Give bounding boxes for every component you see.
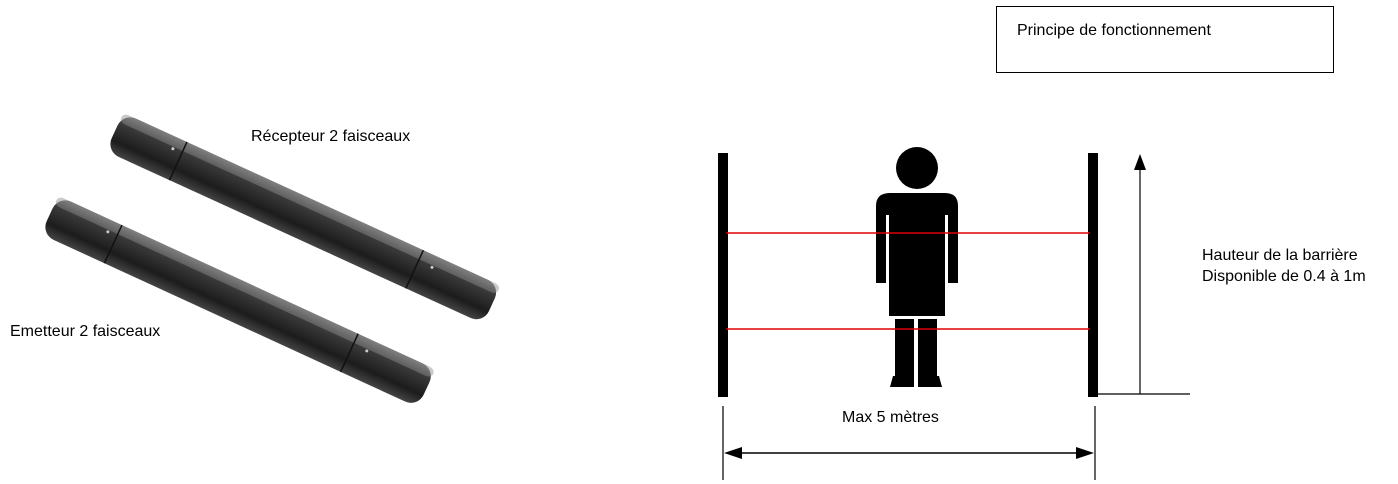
height-label-line2: Disponible de 0.4 à 1m <box>1202 267 1366 287</box>
person-silhouette-icon <box>876 147 958 387</box>
emitter-device <box>41 196 436 408</box>
distance-label: Max 5 mètres <box>842 408 939 428</box>
right-post <box>1088 153 1098 397</box>
page-title: Principe de fonctionnement <box>1017 22 1211 40</box>
height-label-line1: Hauteur de la barrière <box>1202 246 1358 266</box>
height-arrow <box>1098 154 1190 394</box>
receiver-label: Récepteur 2 faisceaux <box>251 127 410 147</box>
title-box: Principe de fonctionnement <box>996 6 1334 73</box>
left-post <box>718 153 728 397</box>
emitter-label: Emetteur 2 faisceaux <box>10 322 160 342</box>
